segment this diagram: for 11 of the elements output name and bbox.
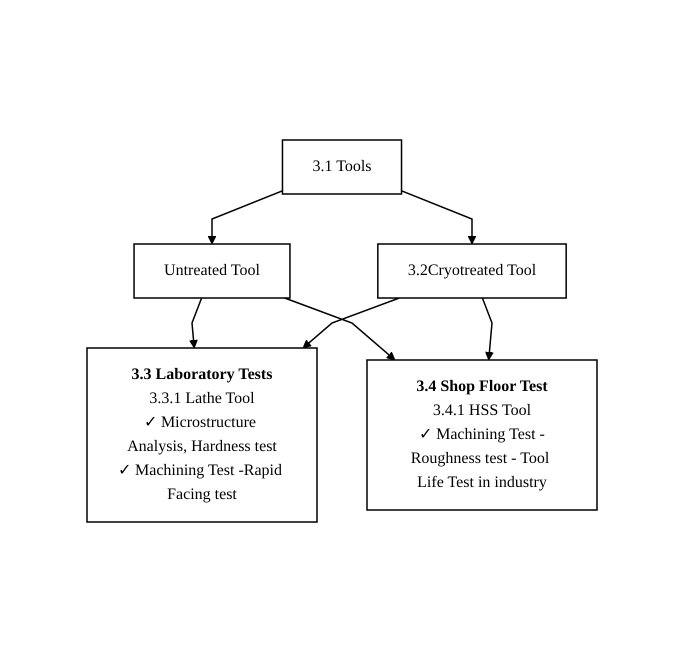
node-box: 3.1 Tools [282,139,402,195]
node-box: Untreated Tool [133,243,291,299]
arrow [284,297,396,360]
arrow [189,298,202,348]
arrow [401,190,476,244]
arrow [482,298,494,360]
node-box: 3.4 Shop Floor Test 3.4.1 HSS Tool ✓ Machining Test -Roughness test - Tool Life Test in industry [366,359,598,511]
node-box: 3.2Cryotreated Tool [377,243,567,299]
node-box: 3.3 Laboratory Tests 3.3.1 Lathe Tool ✓ Microstructure Analysis, Hardness test ✓ Machining Test -Rapid Facing test [86,347,318,523]
arrow [208,190,283,244]
arrow [302,297,400,348]
